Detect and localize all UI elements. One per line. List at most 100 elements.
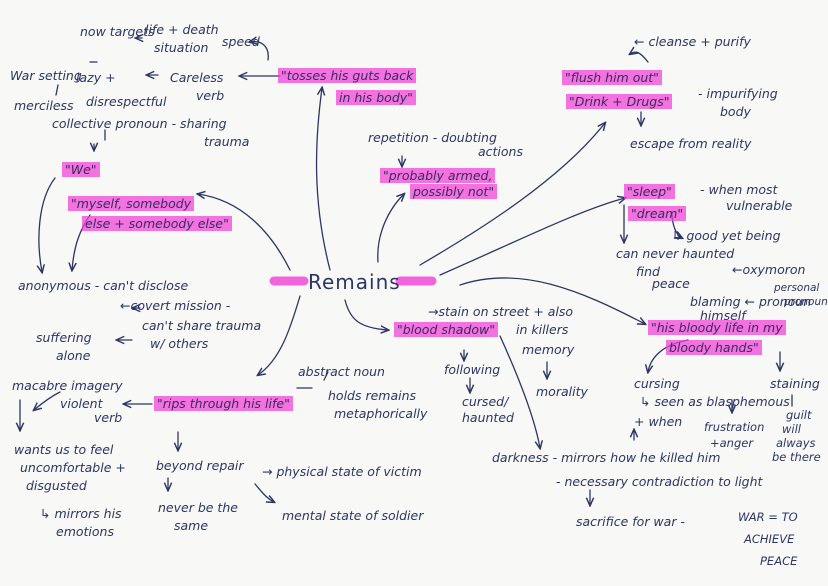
note-holds-remains: holds remains — [328, 388, 417, 403]
note-war-equals: WAR = TO — [738, 510, 798, 524]
highlight: "flush him out" — [562, 70, 662, 85]
note-guilt: guilt — [786, 408, 812, 422]
note-verb-1: verb — [196, 88, 225, 103]
note-cleanse-purify: ← cleanse + purify — [634, 34, 751, 49]
quote-blood-shadow: "blood shadow" — [394, 322, 499, 337]
highlight: "Drink + Drugs" — [566, 94, 673, 109]
note-pronoun: pronoun — [784, 296, 828, 308]
note-war-setting: War setting — [10, 68, 82, 83]
quote-sleep: "sleep" — [624, 184, 675, 199]
note-sacrifice-for-war: sacrifice for war - — [576, 514, 685, 529]
note-good-yet-being: ↳ good yet being — [672, 228, 781, 243]
quote-his-bloody-life: "his bloody life in my — [648, 320, 786, 335]
highlight: else + somebody else" — [82, 216, 232, 231]
quote-dream: "dream" — [628, 206, 687, 221]
note-find: find — [636, 264, 660, 279]
quote-bloody-hands: bloody hands" — [666, 340, 762, 355]
note-now-targets: now targets — [80, 24, 155, 39]
highlight: "rips through his life" — [154, 396, 293, 411]
note-mirrors-line2: emotions — [56, 524, 114, 539]
note-careless: Careless — [170, 70, 224, 85]
note-wants-line1: wants us to feel — [14, 442, 114, 457]
note-be-there: be there — [772, 450, 821, 464]
highlight: in his body" — [336, 90, 416, 105]
note-anger: +anger — [710, 436, 754, 450]
note-metaphorically: metaphorically — [334, 406, 428, 421]
note-situation: situation — [154, 40, 209, 55]
note-can-never: can never haunted — [616, 246, 735, 261]
note-when: + when — [634, 414, 683, 429]
highlight: bloody hands" — [666, 340, 762, 355]
highlight: "his bloody life in my — [648, 320, 786, 335]
highlight: "dream" — [628, 206, 687, 221]
highlight: "sleep" — [624, 184, 675, 199]
note-mental-state: mental state of soldier — [282, 508, 424, 523]
note-repetition: repetition - doubting — [368, 130, 497, 145]
quote-tosses-line2: in his body" — [336, 90, 416, 105]
note-when-most: - when most — [700, 182, 778, 197]
note-seen-as-blasphemous: ↳ seen as blasphemous — [640, 394, 790, 409]
note-disrespectful: disrespectful — [86, 94, 167, 109]
note-frustration: frustration — [704, 420, 765, 434]
note-following: following — [444, 362, 501, 377]
note-suffering: suffering — [36, 330, 92, 345]
note-memory: memory — [522, 342, 575, 357]
quote-probably-line1: "probably armed, — [380, 168, 496, 183]
note-peace: peace — [652, 276, 690, 291]
note-body: body — [720, 104, 751, 119]
note-never-line1: never be the — [158, 500, 238, 515]
note-peace-caps: PEACE — [760, 554, 798, 568]
quote-myself-line2: else + somebody else" — [82, 216, 232, 231]
quote-drink-drugs: "Drink + Drugs" — [566, 94, 673, 109]
note-never-line2: same — [174, 518, 209, 533]
note-oxymoron: ←oxymoron — [732, 262, 806, 277]
note-abstract-noun: abstract noun — [298, 364, 385, 379]
quote-myself-line1: "myself, somebody — [68, 196, 195, 211]
highlight: "tosses his guts back — [278, 68, 417, 83]
note-life-death: life + death — [145, 22, 219, 37]
note-necessary-contradiction: - necessary contradiction to light — [556, 474, 763, 489]
note-in-killers: in killers — [516, 322, 569, 337]
quote-flush-him-out: "flush him out" — [562, 70, 662, 85]
note-trauma: trauma — [204, 134, 250, 149]
note-violent: violent — [60, 396, 103, 411]
note-mirrors-line1: ↳ mirrors his — [40, 506, 122, 521]
note-speed: speed — [222, 34, 260, 49]
note-physical-state: → physical state of victim — [262, 464, 422, 479]
note-achieve: ACHIEVE — [744, 532, 795, 546]
note-impurifying: - impurifying — [698, 86, 778, 101]
note-wants-line3: disgusted — [26, 478, 87, 493]
note-anonymous: anonymous - can't disclose — [18, 278, 189, 293]
note-collective-pronoun: collective pronoun - sharing — [52, 116, 227, 131]
note-merciless: merciless — [14, 98, 74, 113]
note-morality: morality — [536, 384, 588, 399]
note-blaming: blaming ← pronoun — [690, 294, 812, 309]
note-will: will — [782, 422, 801, 436]
quote-we: "We" — [62, 162, 100, 177]
note-himself: himself — [700, 308, 746, 323]
central-topic: Remains — [308, 270, 401, 294]
note-haunted: haunted — [462, 410, 514, 425]
highlight: "myself, somebody — [68, 196, 195, 211]
quote-tosses-line1: "tosses his guts back — [278, 68, 417, 83]
highlight: "probably armed, — [380, 168, 496, 183]
note-always: always — [776, 436, 816, 450]
note-lazy: lazy + — [76, 70, 116, 85]
note-staining: staining — [770, 376, 820, 391]
note-macabre-imagery: macabre imagery — [12, 378, 123, 393]
note-with-others: w/ others — [150, 336, 209, 351]
note-personal: personal — [774, 282, 820, 294]
quote-rips: "rips through his life" — [154, 396, 293, 411]
note-cursed: cursed/ — [462, 394, 509, 409]
note-stain-on-street: →stain on street + also — [428, 304, 574, 319]
note-wants-line2: uncomfortable + — [20, 460, 126, 475]
note-vulnerable: vulnerable — [726, 198, 793, 213]
note-actions: actions — [478, 144, 523, 159]
note-cant-share-trauma: can't share trauma — [142, 318, 262, 333]
note-beyond-repair: beyond repair — [156, 458, 244, 473]
note-darkness: darkness - mirrors how he killed him — [492, 450, 721, 465]
note-cursing: cursing — [634, 376, 680, 391]
note-alone: alone — [56, 348, 91, 363]
